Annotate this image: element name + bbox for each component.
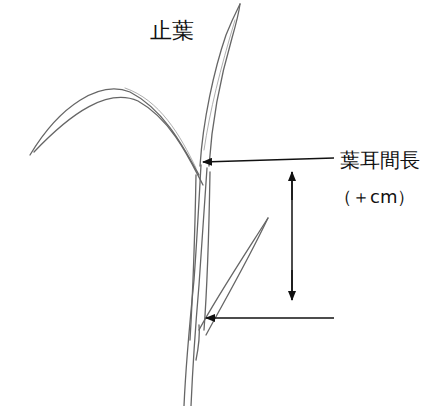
leader-arrow <box>203 158 334 162</box>
part-label: 止葉 <box>150 18 194 44</box>
dimension-line <box>291 172 293 300</box>
plant-sketch <box>30 4 268 406</box>
unit-label: （＋cm） <box>334 186 415 208</box>
dimension-label: 葉耳間長 <box>340 148 420 172</box>
leader-arrow <box>206 317 334 319</box>
